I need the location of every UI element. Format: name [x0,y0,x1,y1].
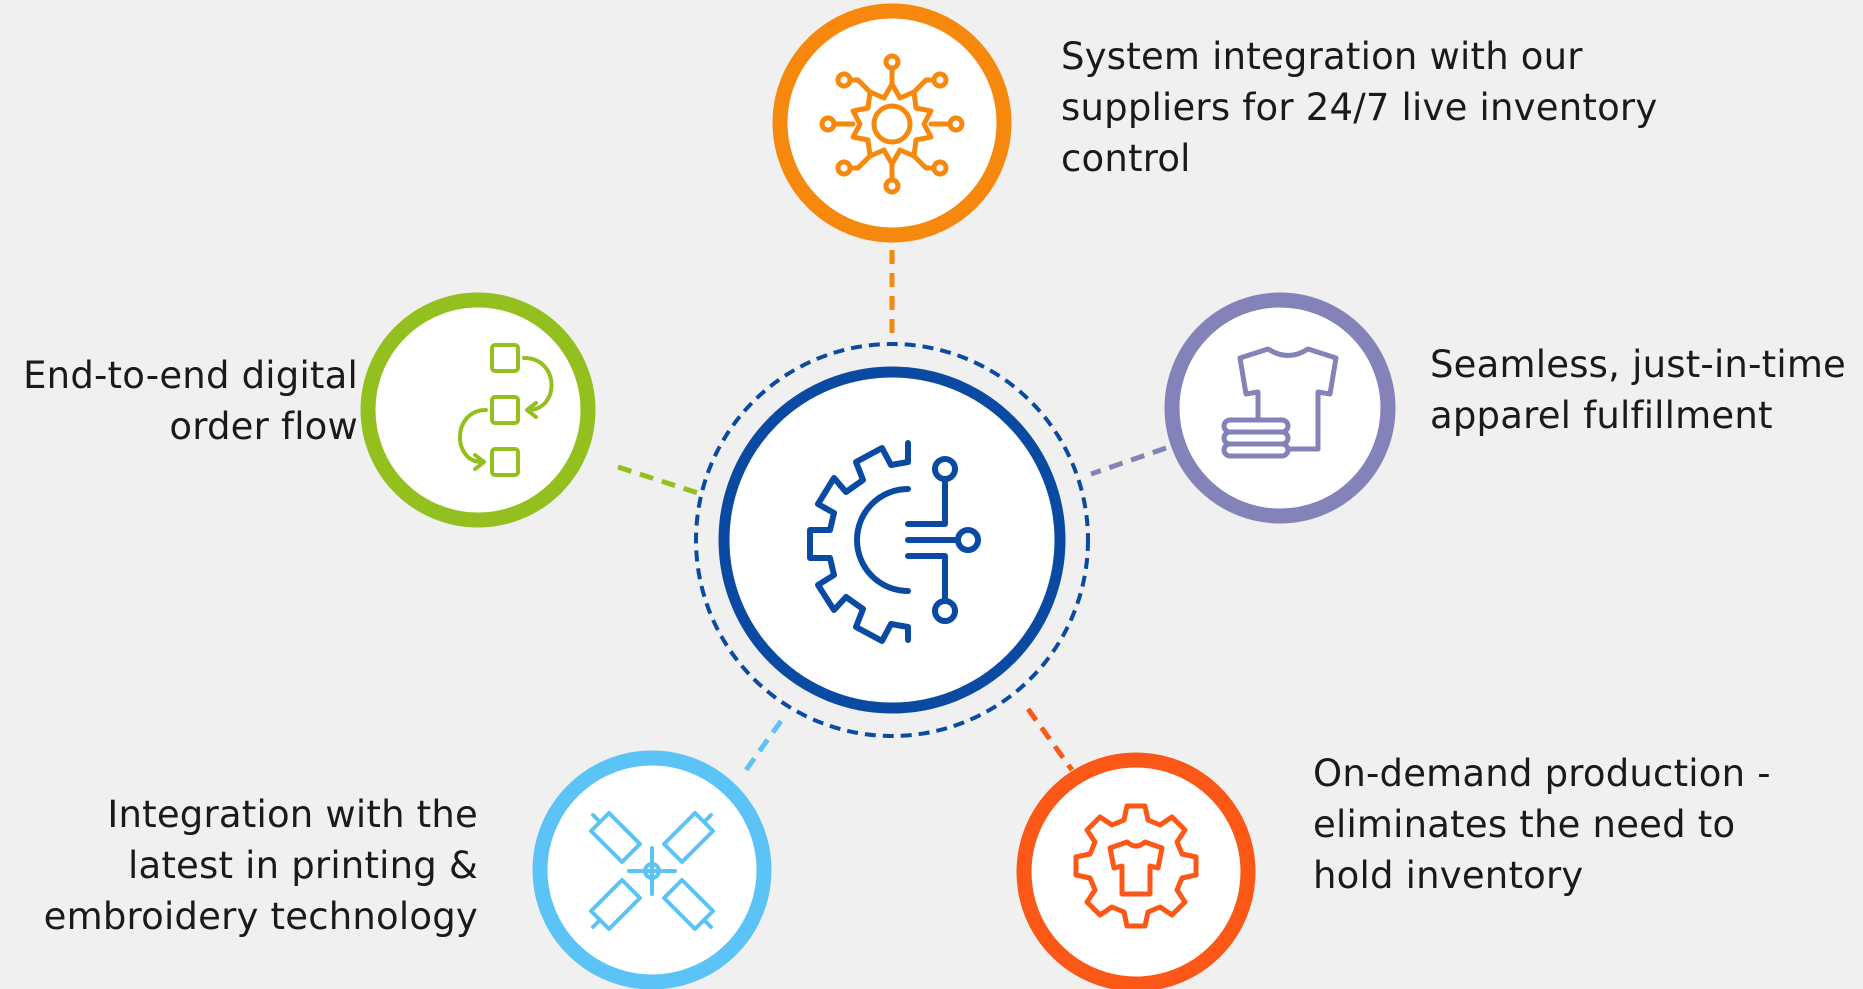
connector-on-demand [1025,707,1075,772]
network-gear-icon [819,53,965,195]
connector-print-tech [738,719,784,779]
label-line: Integration with the [107,793,478,836]
label-supplier-integration: System integration with our suppliers fo… [1061,31,1657,184]
crossed-connectors-icon [589,811,715,931]
connector-fulfillment [1090,445,1167,477]
node-order-flow [360,292,596,528]
node-on-demand [1016,752,1256,989]
label-line: embroidery technology [43,895,478,938]
on-demand-node-circle [1016,752,1256,989]
node-apparel-fulfillment [1164,292,1396,524]
label-order-flow: End-to-end digital order flow [23,350,358,452]
label-line: control [1061,137,1191,180]
fulfillment-node-circle [1164,292,1396,524]
node-print-tech [532,750,772,989]
label-line: On-demand production - [1313,752,1771,795]
tshirt-stack-icon [1221,346,1339,459]
label-line: eliminates the need to [1313,803,1736,846]
hub-node [694,342,1090,738]
hub-dashed-ring [694,342,1090,738]
label-line: suppliers for 24/7 live inventory [1061,86,1658,129]
connector-order-flow [617,464,702,497]
node-supplier-integration [772,3,1012,243]
gear-tshirt-icon [1073,803,1199,929]
label-line: End-to-end digital [23,354,358,397]
label-print-tech: Integration with the latest in printing … [44,789,478,942]
label-line: System integration with our [1061,35,1583,78]
label-line: Seamless, just-in-time [1430,343,1847,386]
label-apparel-fulfillment: Seamless, just-in-time apparel fulfillme… [1430,339,1846,441]
label-line: apparel fulfillment [1430,394,1773,437]
gear-circuit-icon [807,440,981,644]
label-on-demand: On-demand production - eliminates the ne… [1313,748,1771,901]
hub-circle [718,366,1066,714]
label-line: latest in printing & [127,844,478,887]
supplier-node-circle [772,3,1012,243]
label-line: hold inventory [1313,854,1584,897]
workflow-steps-icon [458,343,554,477]
label-line: order flow [169,405,358,448]
